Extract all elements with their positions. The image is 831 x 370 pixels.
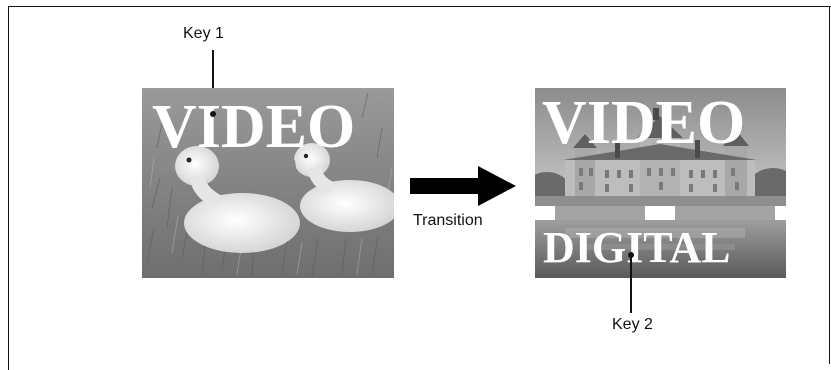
transition-arrow [410, 166, 520, 206]
key2-video-text: VIDEO [542, 92, 745, 154]
key2-leader-line [630, 255, 632, 313]
key2-label: Key 2 [612, 316, 653, 334]
key1-leader-dot [210, 111, 216, 117]
frame-right-border [829, 6, 830, 364]
key2-digital-text: DIGITAL [543, 226, 730, 270]
key1-video-text: VIDEO [152, 96, 355, 158]
frame-left-border [8, 6, 9, 370]
frame-top-border [8, 6, 831, 7]
key1-label: Key 1 [183, 25, 224, 43]
transition-label: Transition [413, 212, 483, 230]
